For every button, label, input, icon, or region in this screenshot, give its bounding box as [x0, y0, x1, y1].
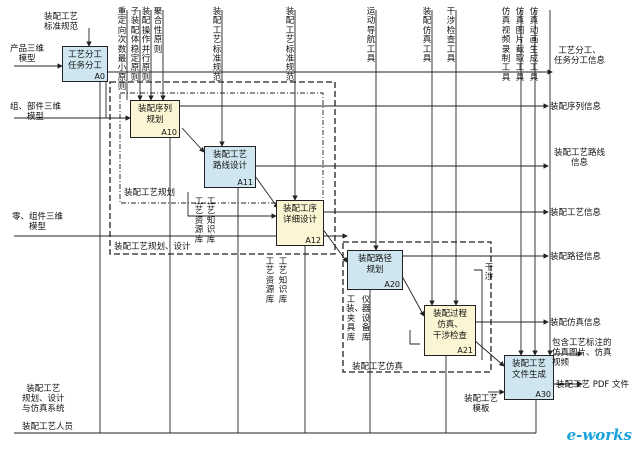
activity-code: A30 [535, 390, 551, 399]
control-rule-2: 子装配体稳定原则 [130, 7, 140, 83]
label-resource-lib-1: 工艺资源库 [194, 197, 204, 245]
activity-code: A11 [237, 178, 253, 187]
activity-title: 装配工艺 文件生成 [511, 359, 546, 380]
output-task-info: 工艺分工、 任务分工信息 [554, 46, 606, 66]
label-planning-design: 装配工艺规划、设计 [114, 242, 191, 252]
mechanism-system: 装配工艺 规划、设计 与仿真系统 [22, 384, 65, 414]
output-route-info: 装配工艺路线 信息 [554, 148, 606, 168]
activity-box-a30: 装配工艺 文件生成 A30 [504, 355, 554, 400]
control-rule-4: 聚合性原则 [153, 7, 163, 55]
label-knowledge-lib-1: 工艺知识库 [206, 197, 216, 245]
label-instrument-lib: 仪器设备库 [361, 295, 371, 343]
control-interference-tool: 干涉检查工具 [446, 7, 456, 65]
activity-box-a12: 装配工序 详细设计 A12 [276, 200, 324, 246]
frame-planning [109, 81, 336, 255]
output-pdf-file: 装配工艺 PDF 文件 [556, 380, 629, 390]
activity-title: 装配工艺 路线设计 [212, 150, 247, 171]
input-product-model: 产品三维 模型 [10, 44, 45, 64]
output-sim-info: 装配仿真信息 [550, 318, 602, 328]
activity-title: 装配工序 详细设计 [282, 204, 317, 225]
control-standard-spec: 装配工艺 标准规范 [44, 12, 79, 32]
activity-box-a0: 工艺分工 任务分工 A0 [62, 46, 108, 82]
output-process-info: 装配工艺信息 [550, 208, 602, 218]
activity-code: A21 [457, 346, 473, 355]
activity-title: 工艺分工 任务分工 [67, 50, 102, 71]
control-animation-tool: 仿真动画生成工具 [529, 7, 539, 83]
label-fixture-lib: 工装、夹具库 [346, 295, 364, 343]
control-rule-1: 重定向次数最小原则 [117, 7, 127, 93]
activity-code: A0 [94, 72, 105, 81]
input-assembly-model: 组、部件三维 模型 [10, 102, 62, 122]
label-process-planning: 装配工艺规划 [124, 188, 176, 198]
control-video-tool: 仿真视频录制工具 [501, 7, 511, 83]
activity-code: A10 [161, 128, 177, 137]
label-interference: 干涉 [484, 263, 494, 283]
label-resource-lib-2: 工艺资源库 [265, 257, 275, 305]
activity-code: A20 [384, 280, 400, 289]
control-rule-3: 装配操作并行原则 [141, 7, 151, 83]
control-image-tool: 仿真图片截取工具 [515, 7, 525, 83]
e-works-logo: e-works [566, 426, 632, 444]
output-annotated-media: 包含工艺标注的 仿真图片、仿真 视频 [552, 338, 612, 368]
activity-title: 装配路径 规划 [357, 254, 392, 275]
frame-simulation [342, 241, 492, 373]
input-part-model: 零、组件三维 模型 [12, 212, 64, 232]
control-standard-a12: 装配工艺标准规范 [285, 7, 295, 83]
activity-box-a11: 装配工艺 路线设计 A11 [204, 146, 256, 188]
activity-box-a20: 装配路径 规划 A20 [347, 250, 403, 290]
output-path-info: 装配路径信息 [550, 252, 602, 262]
control-standard-a11: 装配工艺标准规范 [212, 7, 222, 83]
label-simulation: 装配工艺仿真 [352, 362, 404, 372]
control-nav-tool: 运动导航工具 [366, 7, 376, 65]
activity-code: A12 [305, 236, 321, 245]
label-knowledge-lib-2: 工艺知识库 [278, 257, 288, 305]
activity-box-a10: 装配序列 规划 A10 [130, 100, 180, 138]
frame-inner-planning [119, 92, 324, 204]
activity-title: 装配过程 仿真、 干涉检查 [432, 309, 467, 341]
mechanism-personnel: 装配工艺人员 [22, 422, 74, 432]
label-template: 装配工艺 模板 [464, 394, 499, 414]
activity-title: 装配序列 规划 [137, 104, 172, 125]
activity-box-a21: 装配过程 仿真、 干涉检查 A21 [424, 305, 476, 356]
control-sim-tool: 装配仿真工具 [422, 7, 432, 65]
output-sequence-info: 装配序列信息 [550, 102, 602, 112]
